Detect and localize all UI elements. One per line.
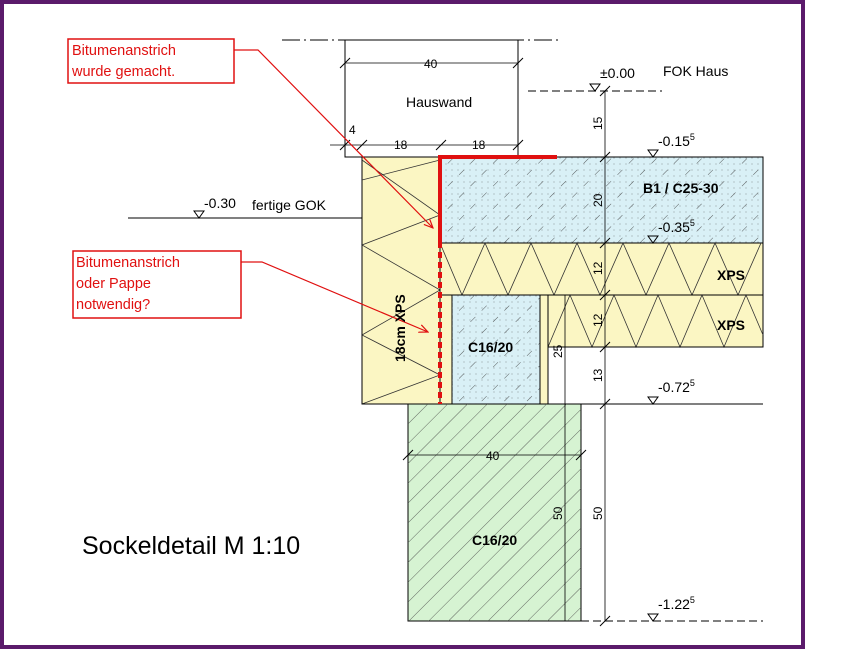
level-072: -0.725 bbox=[658, 378, 695, 395]
dim-12b: 12 bbox=[591, 313, 605, 327]
c16-upper-dots bbox=[452, 295, 540, 404]
gok-level: -0.30 bbox=[204, 195, 236, 211]
level-122: -1.225 bbox=[658, 595, 695, 612]
dim-wall-width: 40 bbox=[424, 57, 438, 71]
dim-25: 25 bbox=[551, 344, 565, 358]
page-border bbox=[0, 0, 805, 649]
dim-ticks-right bbox=[599, 85, 611, 627]
dim-wall-left: 18 bbox=[394, 138, 408, 152]
dim-13: 13 bbox=[591, 368, 605, 382]
note1-line2: wurde gemacht. bbox=[71, 64, 175, 80]
xps-wall-insulation bbox=[361, 156, 441, 405]
gap-strip bbox=[539, 294, 549, 405]
c16-upper-label: C16/20 bbox=[468, 339, 513, 355]
floor-slab-dots bbox=[440, 157, 763, 243]
fok-label: FOK Haus bbox=[663, 63, 728, 79]
dim-15: 15 bbox=[591, 116, 605, 130]
dim-foundation-width: 40 bbox=[486, 449, 500, 463]
dim-foundation-h1: 50 bbox=[551, 506, 565, 520]
level-markers bbox=[193, 83, 659, 622]
note1-line1: Bitumenanstrich bbox=[72, 43, 176, 59]
dim-foundation-h2: 50 bbox=[591, 506, 605, 520]
dim-12a: 12 bbox=[591, 261, 605, 275]
xps-layer-2-label: XPS bbox=[717, 317, 745, 333]
note2-line1: Bitumenanstrich bbox=[76, 255, 180, 271]
bitumen-seal-solid bbox=[438, 155, 557, 248]
xps-wall-label: 18cm XPS bbox=[392, 294, 408, 362]
gok-text: fertige GOK bbox=[252, 197, 327, 213]
level-015: -0.155 bbox=[658, 132, 695, 149]
c16-lower-label: C16/20 bbox=[472, 532, 517, 548]
xps-layer-1-label: XPS bbox=[717, 267, 745, 283]
house-wall bbox=[344, 39, 519, 158]
level-zero: ±0.00 bbox=[600, 65, 635, 81]
xps-layer-2 bbox=[547, 294, 764, 348]
note2-line2: oder Pappe bbox=[76, 276, 151, 292]
drawing-title: Sockeldetail M 1:10 bbox=[82, 532, 300, 560]
xps-layer-1 bbox=[439, 242, 764, 296]
slab-label: B1 / C25-30 bbox=[643, 180, 719, 196]
xps-layer-2-zigzag bbox=[547, 293, 764, 349]
xps-wall-zigzag-2 bbox=[361, 159, 441, 181]
dim-20: 20 bbox=[591, 193, 605, 207]
dim-wall-right: 18 bbox=[472, 138, 486, 152]
note2-line3: notwendig? bbox=[76, 297, 150, 313]
note2-arrow bbox=[241, 261, 428, 332]
note1-box bbox=[67, 38, 235, 84]
level-035: -0.355 bbox=[658, 218, 695, 235]
note1-arrow bbox=[234, 49, 433, 228]
note2-box bbox=[72, 250, 242, 319]
hauswand-label: Hauswand bbox=[406, 94, 472, 110]
foundation-hatch bbox=[408, 404, 581, 621]
dim-offset: 4 bbox=[349, 123, 356, 137]
